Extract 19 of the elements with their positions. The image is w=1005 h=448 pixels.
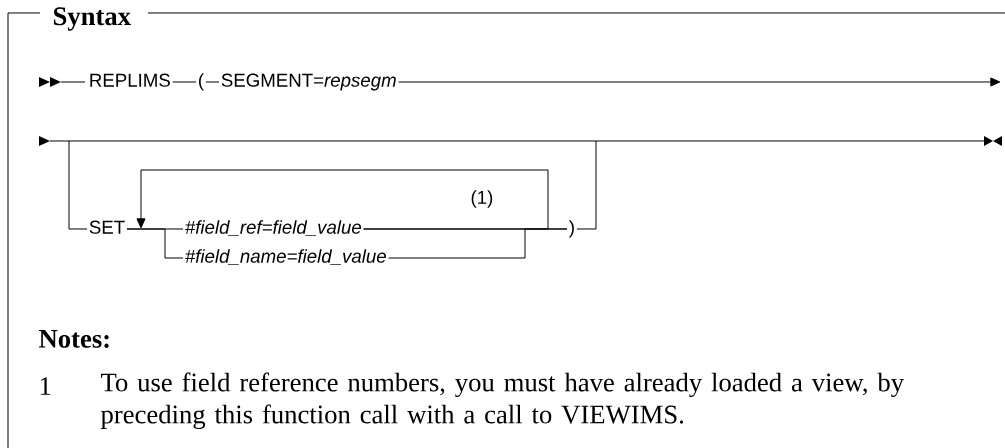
- notes-heading: Notes:: [39, 330, 109, 348]
- syntax-token: #field_name=field_value: [185, 249, 386, 265]
- syntax-token: REPLIMS: [90, 73, 170, 87]
- track-line: [388, 228, 568, 259]
- syntax-token: (: [199, 73, 204, 91]
- track-line: [205, 81, 220, 83]
- track-line: [126, 228, 184, 259]
- section-title: Syntax: [53, 7, 131, 31]
- note-text: To use field reference numbers, you must have already loaded a view, by preceding this function call with a call to VIEWIMS.: [100, 372, 904, 429]
- syntax-token: ): [568, 220, 574, 238]
- note-number: 1: [40, 377, 51, 395]
- syntax-token: #field_ref=field_value: [185, 220, 362, 236]
- footnote-marker: (1): [471, 190, 493, 208]
- track-line: [136, 169, 549, 230]
- track-line: [68, 140, 597, 230]
- syntax-token: SET: [89, 220, 125, 234]
- syntax-token: SEGMENT=repsegm: [221, 73, 396, 91]
- track-line: [172, 81, 197, 83]
- track-line: [398, 77, 1001, 87]
